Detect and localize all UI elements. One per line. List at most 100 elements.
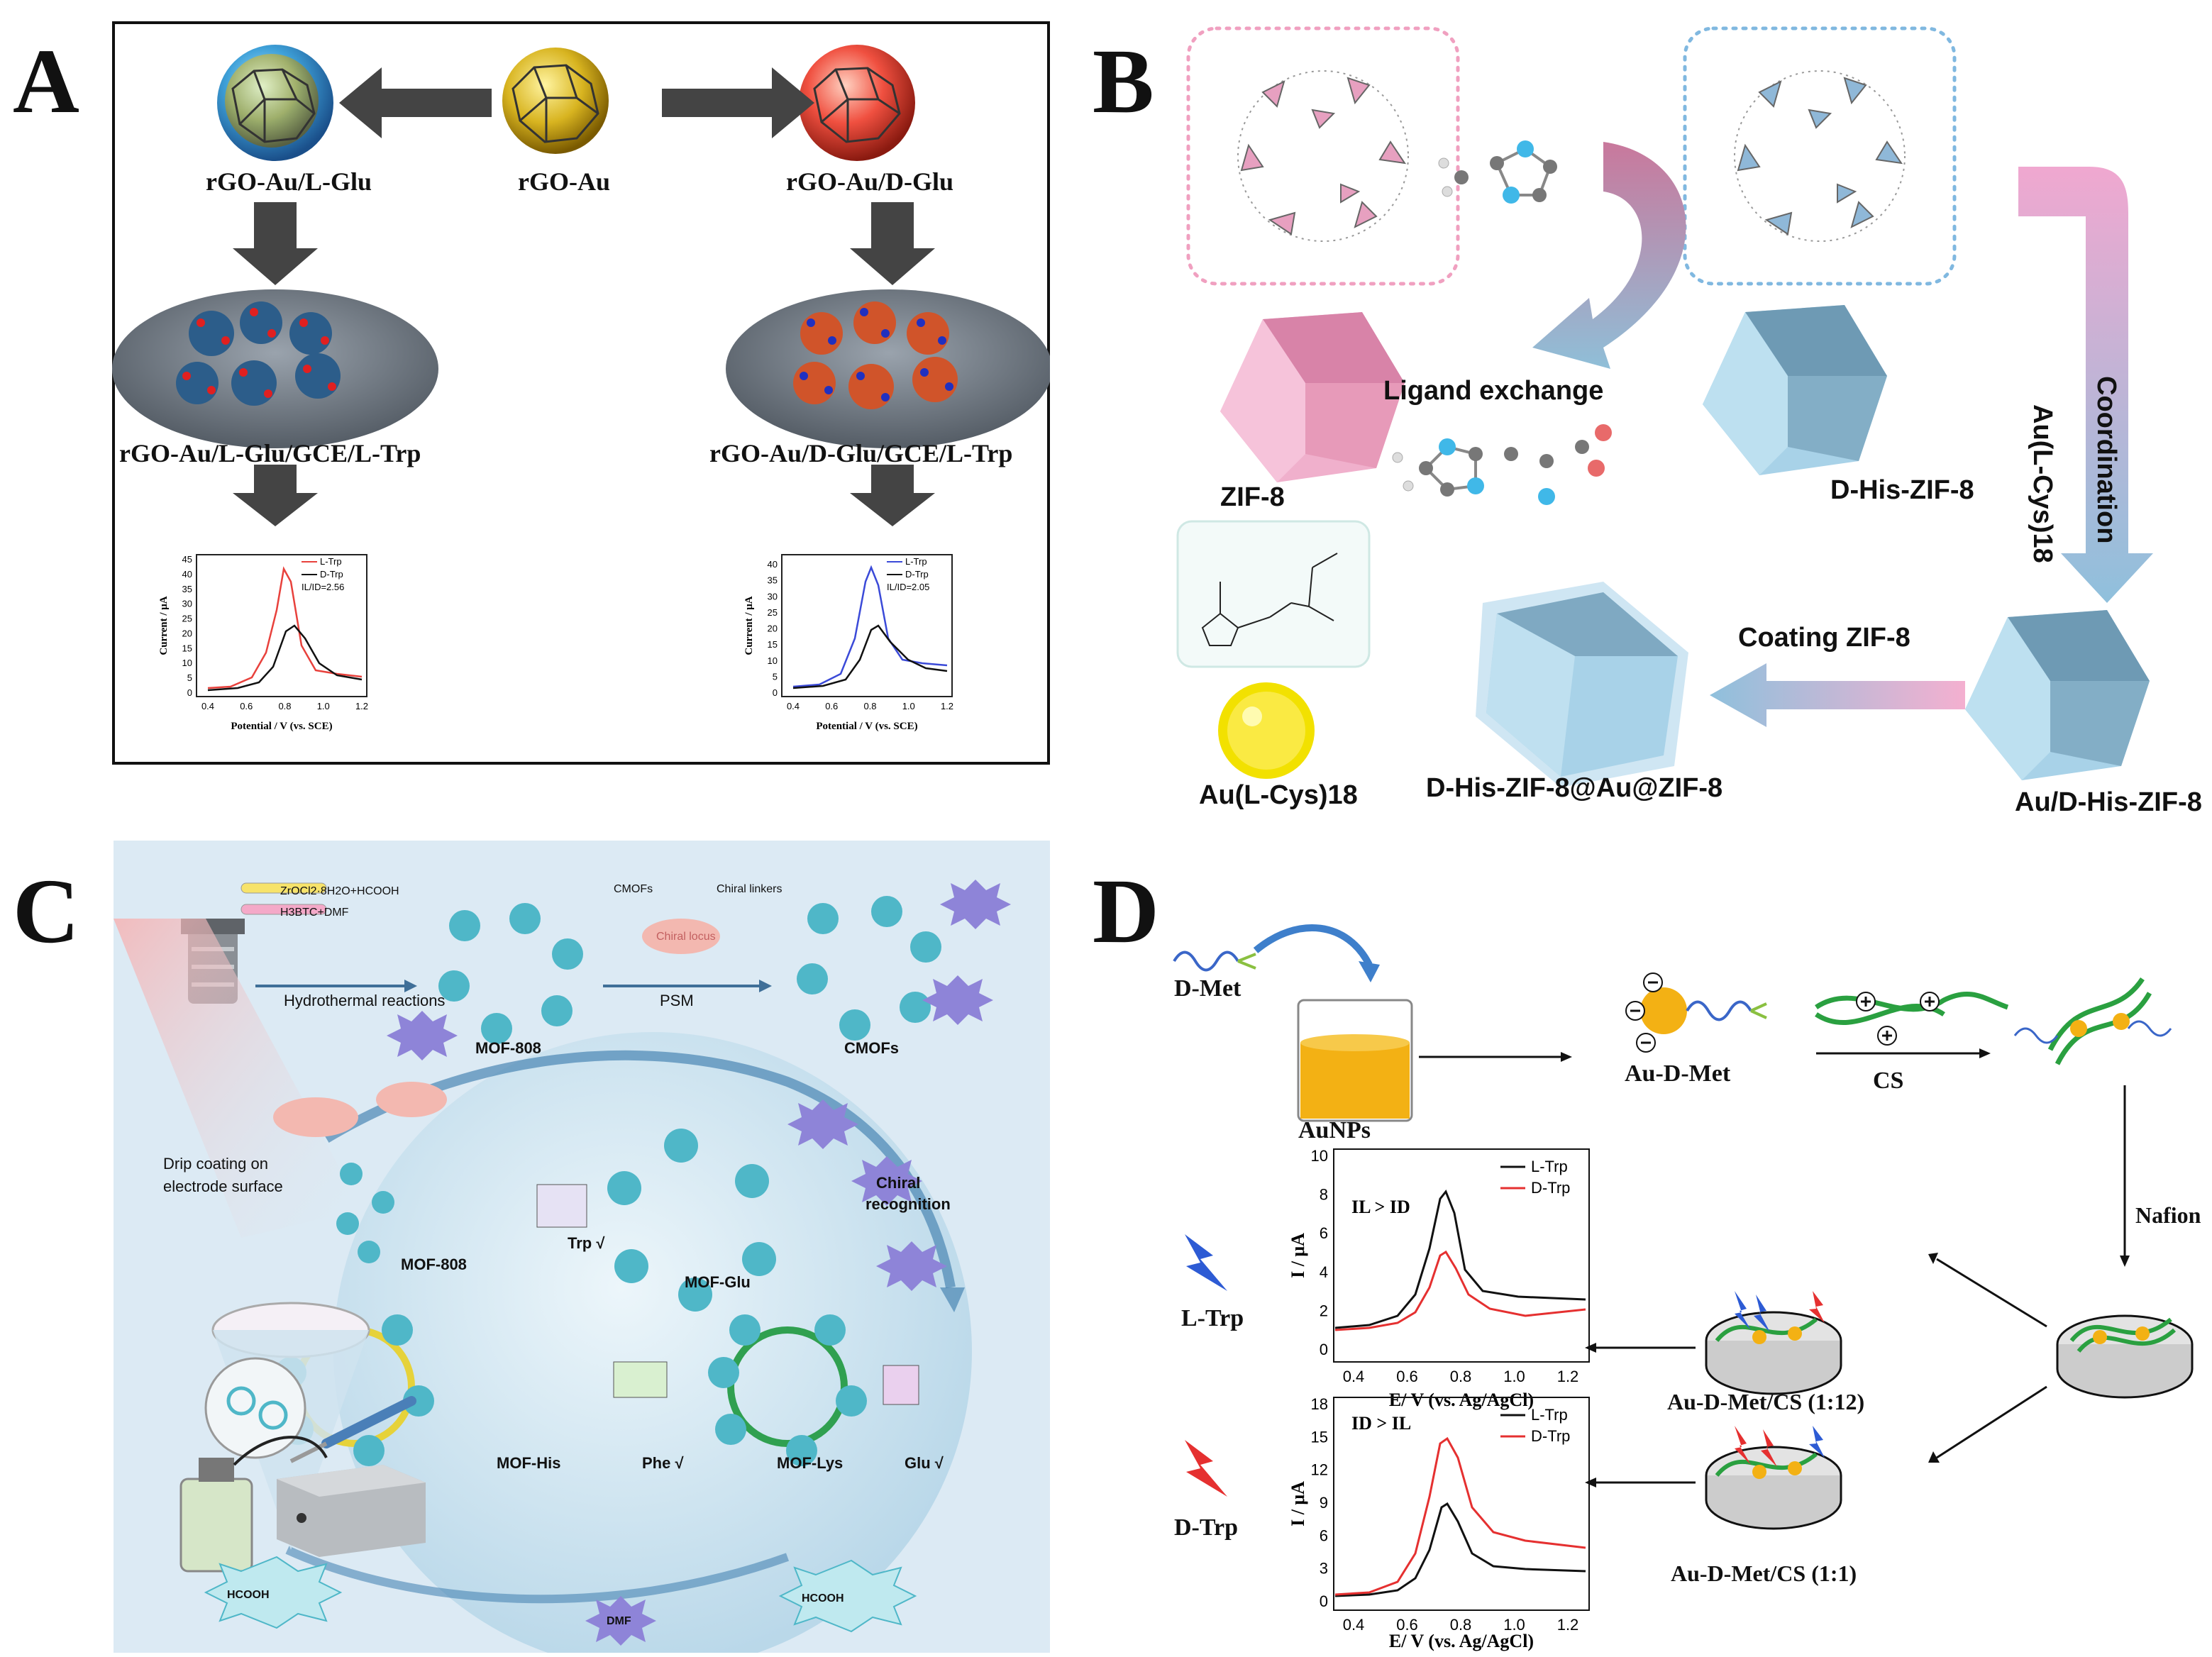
- chart-d-bottom-ltrp-curve: [1334, 1502, 1586, 1597]
- y-tick-label: 5: [773, 671, 778, 682]
- label-dhis-zif8: D-His-ZIF-8: [1830, 475, 1974, 505]
- au-cys-structure-box: [1176, 520, 1371, 668]
- arrow-right-a: [662, 67, 814, 138]
- panel-b-graphics: [1176, 26, 2153, 787]
- y-tick-label: 3: [1320, 1560, 1328, 1578]
- arrows-down-a: [233, 202, 935, 526]
- label-right-electrode: rGO-Au/D-Glu/GCE/L-Trp: [709, 439, 1013, 467]
- mof808-cluster-bubble: [336, 1163, 394, 1263]
- label-rgo-au: rGO-Au: [518, 167, 610, 196]
- legend-ltrp: L-Trp: [1531, 1158, 1568, 1175]
- x-tick-label: 0.6: [1396, 1616, 1418, 1634]
- y-tick-label: 25: [182, 614, 192, 624]
- label-cs-1-12: Au-D-Met/CS (1:12): [1667, 1389, 1865, 1414]
- y-tick-label: 45: [182, 554, 192, 565]
- x-tick-label: 0.8: [1450, 1368, 1472, 1385]
- dhis-polyhedron: [1703, 305, 1887, 475]
- electrochemical-cell: [179, 1436, 328, 1573]
- au-cluster-sphere: [1218, 682, 1315, 779]
- legend-dtrp: D-Trp: [1531, 1427, 1570, 1445]
- x-tick-label: 0.6: [825, 701, 838, 711]
- label-glu: Glu √: [905, 1454, 944, 1472]
- x-tick-label: 0.4: [1343, 1368, 1365, 1385]
- label-chiral-recognition-2: recognition: [866, 1195, 951, 1213]
- light-beam: [114, 919, 362, 1238]
- chiral-locus-cloud-2: [376, 1082, 447, 1117]
- label-cmofs-small: CMOFs: [614, 883, 653, 895]
- chart-d-bottom-dtrp-curve: [1334, 1436, 1586, 1596]
- y-tick-label: 0: [773, 687, 778, 698]
- cmofs-starburst-1: [940, 880, 1011, 929]
- label-reagent-1: ZrOCl2·8H2O+HCOOH: [280, 885, 399, 897]
- label-rgo-au-l-glu: rGO-Au/L-Glu: [206, 167, 372, 196]
- label-drip-coating: Drip coating on: [163, 1155, 268, 1173]
- y-tick-label: 10: [768, 655, 778, 666]
- label-left-electrode: rGO-Au/L-Glu/GCE/L-Trp: [119, 439, 421, 467]
- electrode-disc-1-12: [1705, 1291, 1842, 1395]
- dhis-framework: [1734, 70, 1906, 242]
- chitosan-strands: [1815, 992, 2009, 1046]
- x-tick-label: 0.4: [201, 701, 214, 711]
- label-mof-lys: MOF-Lys: [777, 1454, 844, 1472]
- chart-d-top-dtrp-curve: [1334, 1250, 1586, 1331]
- chiral-starburst-1: [787, 1099, 858, 1149]
- x-tick-label: 0.8: [1450, 1616, 1472, 1634]
- panel-d-graphics: [1173, 924, 2194, 1530]
- label-dtrp: D-Trp: [1174, 1514, 1239, 1541]
- au-dmet-cs-complex: [2013, 977, 2172, 1065]
- y-tick-label: 20: [182, 628, 192, 638]
- legend-dtrp: D-Trp: [320, 569, 343, 580]
- chart-a-right-legend: L-Trp D-Trp IL/ID=2.05: [887, 556, 929, 592]
- recognition-path: [323, 1050, 956, 1289]
- chart-a-right-xlabel: Potential / V (vs. SCE): [816, 721, 917, 732]
- label-coordination: Coordination: [2091, 376, 2121, 544]
- y-tick-label: 35: [182, 584, 192, 594]
- chiral-locus-cloud-1: [273, 1097, 358, 1137]
- chart-d-bottom-xlabel: E/ V (vs. Ag/AgCl): [1389, 1631, 1534, 1651]
- electrode-disc-1-1: [1705, 1426, 1842, 1530]
- rgo-au-sphere-center: [502, 48, 609, 154]
- cmofs-cluster: [797, 896, 941, 1041]
- arrow-left-a: [339, 67, 492, 138]
- label-au-dhis-zif8: Au/D-His-ZIF-8: [2015, 787, 2202, 817]
- y-tick-label: 0: [1320, 1592, 1328, 1610]
- y-tick-label: 6: [1320, 1224, 1328, 1242]
- chart-a-left-xlabel: Potential / V (vs. SCE): [231, 721, 332, 732]
- label-ltrp: L-Trp: [1181, 1305, 1244, 1331]
- x-tick-label: 1.2: [355, 701, 368, 711]
- coating-arrow: [1710, 663, 1965, 727]
- label-ligand-exchange: Ligand exchange: [1383, 376, 1604, 406]
- y-tick-label: 18: [1311, 1395, 1328, 1413]
- electrode-disc-nafion: [2056, 1314, 2194, 1399]
- label-cs: CS: [1873, 1068, 1904, 1094]
- x-tick-label: 0.4: [787, 701, 800, 711]
- label-hydrothermal: Hydrothermal reactions: [284, 992, 446, 1009]
- chart-d-top-frame: [1333, 1148, 1590, 1363]
- label-rgo-au-d-glu: rGO-Au/D-Glu: [786, 167, 954, 196]
- label-mof-his: MOF-His: [497, 1454, 561, 1472]
- y-tick-label: 30: [182, 599, 192, 609]
- y-tick-label: 35: [768, 575, 778, 586]
- electrode-disc-left: [112, 289, 438, 448]
- panel-letter-d: D: [1093, 860, 1159, 963]
- legend-ltrp: L-Trp: [320, 556, 342, 567]
- label-reagent-2: H3BTC+DMF: [280, 907, 349, 919]
- zif8-structure-box: [1186, 26, 1460, 286]
- label-hcooh-1: HCOOH: [227, 1589, 270, 1601]
- ratio-label: IL/ID=2.05: [887, 582, 929, 592]
- chart-a-right-dtrp-curve: [792, 624, 948, 689]
- label-dmet: D-Met: [1174, 975, 1242, 1002]
- chiral-locus-cloud-top: [642, 919, 720, 954]
- label-chiral-locus: Chiral locus: [656, 931, 716, 943]
- label-dmf: DMF: [607, 1615, 631, 1627]
- label-aunps: AuNPs: [1298, 1117, 1371, 1143]
- chart-d-bottom-legend: L-Trp D-Trp: [1500, 1406, 1570, 1445]
- ligand-exchange-arrow: [1532, 142, 1686, 369]
- core-shell-polyhedron: [1476, 582, 1688, 787]
- y-tick-label: 8: [1320, 1186, 1328, 1204]
- label-zif8: ZIF-8: [1220, 482, 1285, 512]
